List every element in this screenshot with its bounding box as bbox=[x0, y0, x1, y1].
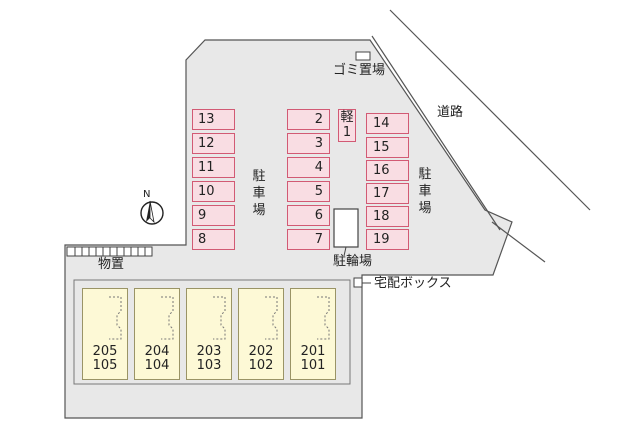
unit-lower-number: 103 bbox=[196, 358, 222, 373]
parking-space-10: 10 bbox=[192, 181, 235, 202]
parking-space-11: 11 bbox=[192, 157, 235, 178]
parking-space-2: 2 bbox=[287, 109, 330, 130]
parking-space-19: 19 bbox=[366, 229, 409, 250]
parking-space-9: 9 bbox=[192, 205, 235, 226]
parking-space-16: 16 bbox=[366, 160, 409, 181]
unit-205-105: 205 105 bbox=[82, 288, 128, 380]
unit-lower-number: 104 bbox=[144, 358, 170, 373]
unit-upper-number: 205 bbox=[92, 344, 118, 359]
road-edge-left bbox=[371, 35, 501, 231]
road-label: 道路 bbox=[437, 105, 464, 120]
parking-space-17: 17 bbox=[366, 183, 409, 204]
bike-pointer bbox=[343, 246, 347, 257]
unit-floorplan-outline bbox=[161, 296, 174, 340]
unit-floorplan-outline bbox=[213, 296, 226, 340]
parking-space-4: 4 bbox=[287, 157, 330, 178]
parking-space-3: 3 bbox=[287, 133, 330, 154]
north-compass-icon bbox=[140, 200, 164, 225]
parking-space-5: 5 bbox=[287, 181, 330, 202]
unit-lower-number: 105 bbox=[92, 358, 118, 373]
delivery-box-label: 宅配ボックス bbox=[374, 276, 452, 291]
bike-parking-label: 駐輪場 bbox=[333, 254, 373, 269]
unit-floorplan-outline bbox=[265, 296, 278, 340]
garbage-box bbox=[355, 51, 371, 61]
unit-upper-number: 201 bbox=[300, 344, 326, 359]
unit-floorplan-outline bbox=[109, 296, 122, 340]
unit-upper-number: 202 bbox=[248, 344, 274, 359]
unit-lower-number: 102 bbox=[248, 358, 274, 373]
parking-space-7: 7 bbox=[287, 229, 330, 250]
unit-floorplan-outline bbox=[317, 296, 330, 340]
road-edge-right bbox=[389, 9, 591, 211]
parking-label-right: 駐車場 bbox=[418, 167, 432, 216]
unit-202-102: 202 102 bbox=[238, 288, 284, 380]
parking-space-14: 14 bbox=[366, 113, 409, 134]
storage-label: 物置 bbox=[98, 257, 125, 272]
garbage-label: ゴミ置場 bbox=[333, 63, 386, 78]
unit-201-101: 201 101 bbox=[290, 288, 336, 380]
parking-space-13: 13 bbox=[192, 109, 235, 130]
parking-space-18: 18 bbox=[366, 206, 409, 227]
bike-parking bbox=[333, 208, 359, 248]
north-label: N bbox=[143, 189, 151, 200]
unit-upper-number: 204 bbox=[144, 344, 170, 359]
unit-204-104: 204 104 bbox=[134, 288, 180, 380]
parking-label-left: 駐車場 bbox=[252, 169, 266, 218]
unit-lower-number: 101 bbox=[300, 358, 326, 373]
parking-space-12: 12 bbox=[192, 133, 235, 154]
delivery-box bbox=[353, 277, 363, 288]
parking-space-8: 8 bbox=[192, 229, 235, 250]
unit-203-103: 203 103 bbox=[186, 288, 232, 380]
parking-space-6: 6 bbox=[287, 205, 330, 226]
road-edge-bottom bbox=[491, 221, 546, 263]
parking-space-15: 15 bbox=[366, 137, 409, 158]
unit-upper-number: 203 bbox=[196, 344, 222, 359]
